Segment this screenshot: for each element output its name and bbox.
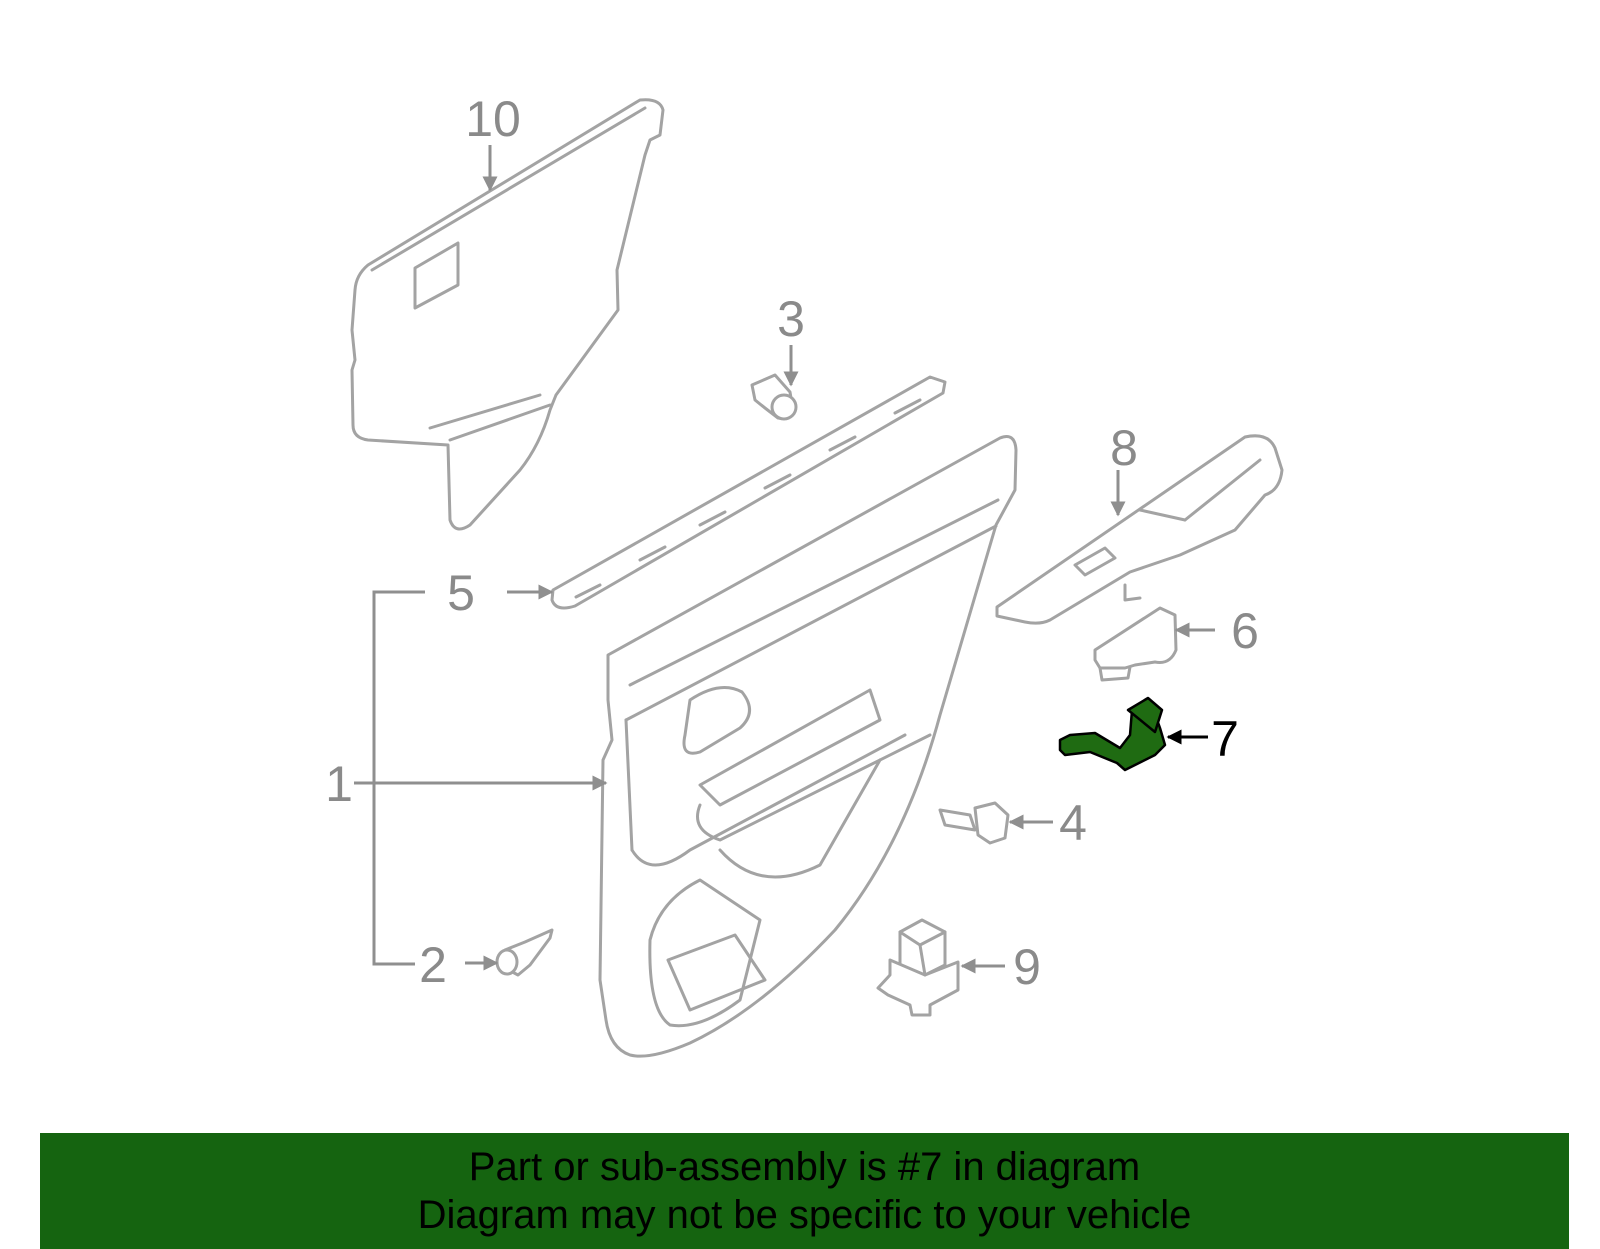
callout-2: 2 xyxy=(419,937,447,993)
callout-10: 10 xyxy=(465,91,521,147)
leader-bracket-1 xyxy=(372,590,425,966)
callout-5: 5 xyxy=(447,565,475,621)
part-1-door-panel xyxy=(598,435,1018,1058)
callout-4: 4 xyxy=(1059,795,1087,851)
leader-lines xyxy=(354,145,1215,974)
part-2-clip xyxy=(495,928,554,977)
part-7-bracket-highlighted xyxy=(1058,696,1167,772)
callout-1: 1 xyxy=(325,756,353,812)
callout-6: 6 xyxy=(1231,603,1259,659)
banner-line-part: Part or sub-assembly is #7 in diagram xyxy=(468,1145,1141,1189)
info-banner: Part or sub-assembly is #7 in diagram Di… xyxy=(40,1133,1569,1249)
banner-line-disclaimer: Diagram may not be specific to your vehi… xyxy=(417,1193,1192,1237)
part-8-armrest xyxy=(995,434,1284,625)
part-5-weatherstrip xyxy=(550,375,947,610)
callout-8: 8 xyxy=(1110,420,1138,476)
callout-3: 3 xyxy=(777,291,805,347)
callout-numbers: 10 3 5 1 2 8 6 7 4 9 xyxy=(325,91,1259,995)
part-9-switch xyxy=(876,918,960,1017)
part-6-pocket xyxy=(1093,606,1178,682)
callout-9: 9 xyxy=(1013,939,1041,995)
part-4-bolt xyxy=(938,801,1010,845)
part-10-panel xyxy=(350,98,665,531)
callout-7: 7 xyxy=(1211,711,1239,767)
part-3-clip xyxy=(750,373,798,421)
